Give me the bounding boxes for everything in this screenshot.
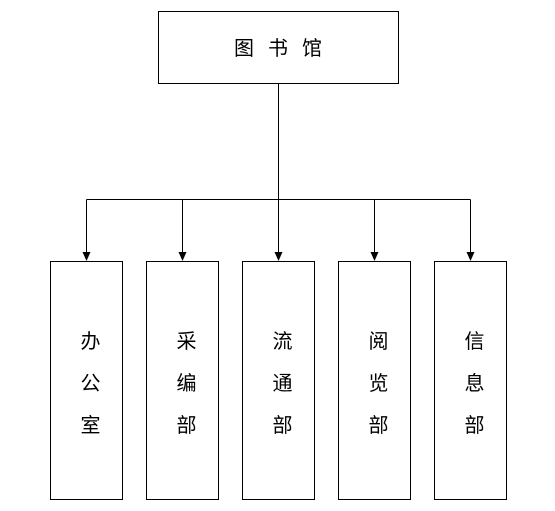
arrowhead-reading <box>370 252 379 261</box>
child-box-acquisitions <box>146 261 219 500</box>
root-label: 图书馆 <box>234 36 336 60</box>
child-label-reading: 阅览部 <box>369 329 389 437</box>
child-label-office: 办公室 <box>81 329 101 437</box>
child-label-information: 信息部 <box>465 329 485 437</box>
arrowhead-acquisitions <box>178 252 187 261</box>
branches <box>82 199 475 261</box>
root-box <box>158 11 399 84</box>
child-node-circulation: 流通部 <box>242 261 315 500</box>
child-nodes: 办公室 采编部 流通部 阅览部 信息部 <box>50 261 507 500</box>
child-box-office <box>50 261 123 500</box>
child-node-acquisitions: 采编部 <box>146 261 219 500</box>
child-node-office: 办公室 <box>50 261 123 500</box>
child-box-reading <box>338 261 411 500</box>
child-node-information: 信息部 <box>434 261 507 500</box>
child-node-reading: 阅览部 <box>338 261 411 500</box>
arrowhead-circulation <box>274 252 283 261</box>
child-box-information <box>434 261 507 500</box>
child-label-circulation: 流通部 <box>273 329 293 437</box>
child-box-circulation <box>242 261 315 500</box>
arrowhead-information <box>466 252 475 261</box>
arrowhead-office <box>82 252 91 261</box>
root-node: 图书馆 <box>158 11 399 84</box>
connectors <box>82 84 475 261</box>
child-label-acquisitions: 采编部 <box>177 329 197 437</box>
